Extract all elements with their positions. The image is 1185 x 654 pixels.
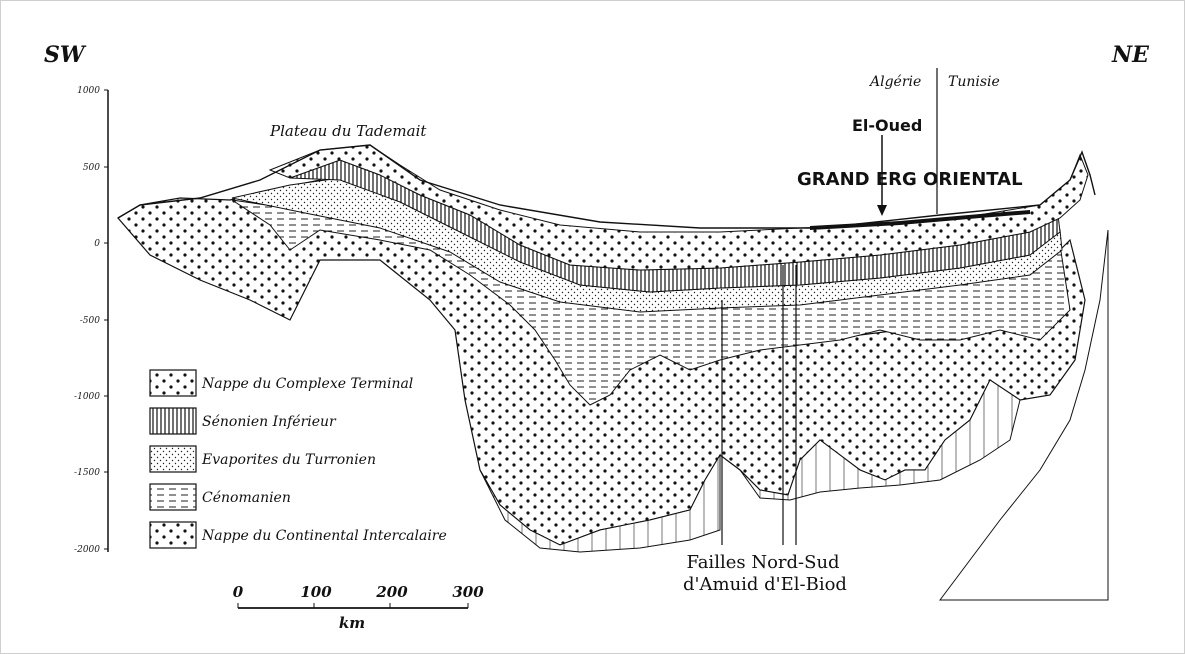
legend-label-cenomanien: Cénomanien <box>202 490 291 506</box>
axis-tick-minus-500: -500 <box>80 316 100 326</box>
legend: Nappe du Complexe Terminal Sénonien Infé… <box>150 370 447 548</box>
scale-tick-200: 200 <box>375 583 408 601</box>
legend-swatch-evaporites <box>150 446 196 472</box>
el-oued-label: El-Oued <box>852 116 922 135</box>
legend-label-senonien: Sénonien Inférieur <box>202 414 337 430</box>
scale-tick-100: 100 <box>300 583 332 601</box>
legend-swatch-complexe-terminal <box>150 370 196 396</box>
axis-tick-0: 0 <box>94 239 100 249</box>
orientation-sw: SW <box>44 42 87 68</box>
scale-tick-0: 0 <box>233 583 244 601</box>
scale-unit: km <box>339 614 365 632</box>
plateau-label: Plateau du Tademait <box>269 122 427 140</box>
tunisie-label: Tunisie <box>948 74 1000 90</box>
algerie-label: Algérie <box>868 74 921 90</box>
grand-erg-label: GRAND ERG ORIENTAL <box>797 169 1023 190</box>
axis-tick-minus-2000: -2000 <box>74 545 100 555</box>
axis-tick-minus-1000: -1000 <box>74 392 100 402</box>
legend-label-continental-intercalaire: Nappe du Continental Intercalaire <box>201 528 447 544</box>
faults-label-line2: d'Amuid d'El-Biod <box>683 574 847 595</box>
legend-swatch-senonien <box>150 408 196 434</box>
depth-axis: 1000 500 0 -500 -1000 -1500 -2000 <box>74 86 108 555</box>
axis-tick-minus-1500: -1500 <box>74 468 100 478</box>
legend-swatch-cenomanien <box>150 484 196 510</box>
scale-tick-300: 300 <box>452 583 484 601</box>
legend-label-evaporites: Evaporites du Turronien <box>201 452 376 468</box>
axis-tick-500: 500 <box>83 163 100 173</box>
faults-label-line1: Failles Nord-Sud <box>686 552 839 573</box>
legend-swatch-continental-intercalaire <box>150 522 196 548</box>
orientation-ne: NE <box>1111 42 1150 68</box>
legend-label-complexe-terminal: Nappe du Complexe Terminal <box>201 376 413 392</box>
axis-tick-1000: 1000 <box>77 86 100 96</box>
scale-bar: 0 100 200 300 km <box>233 583 484 632</box>
